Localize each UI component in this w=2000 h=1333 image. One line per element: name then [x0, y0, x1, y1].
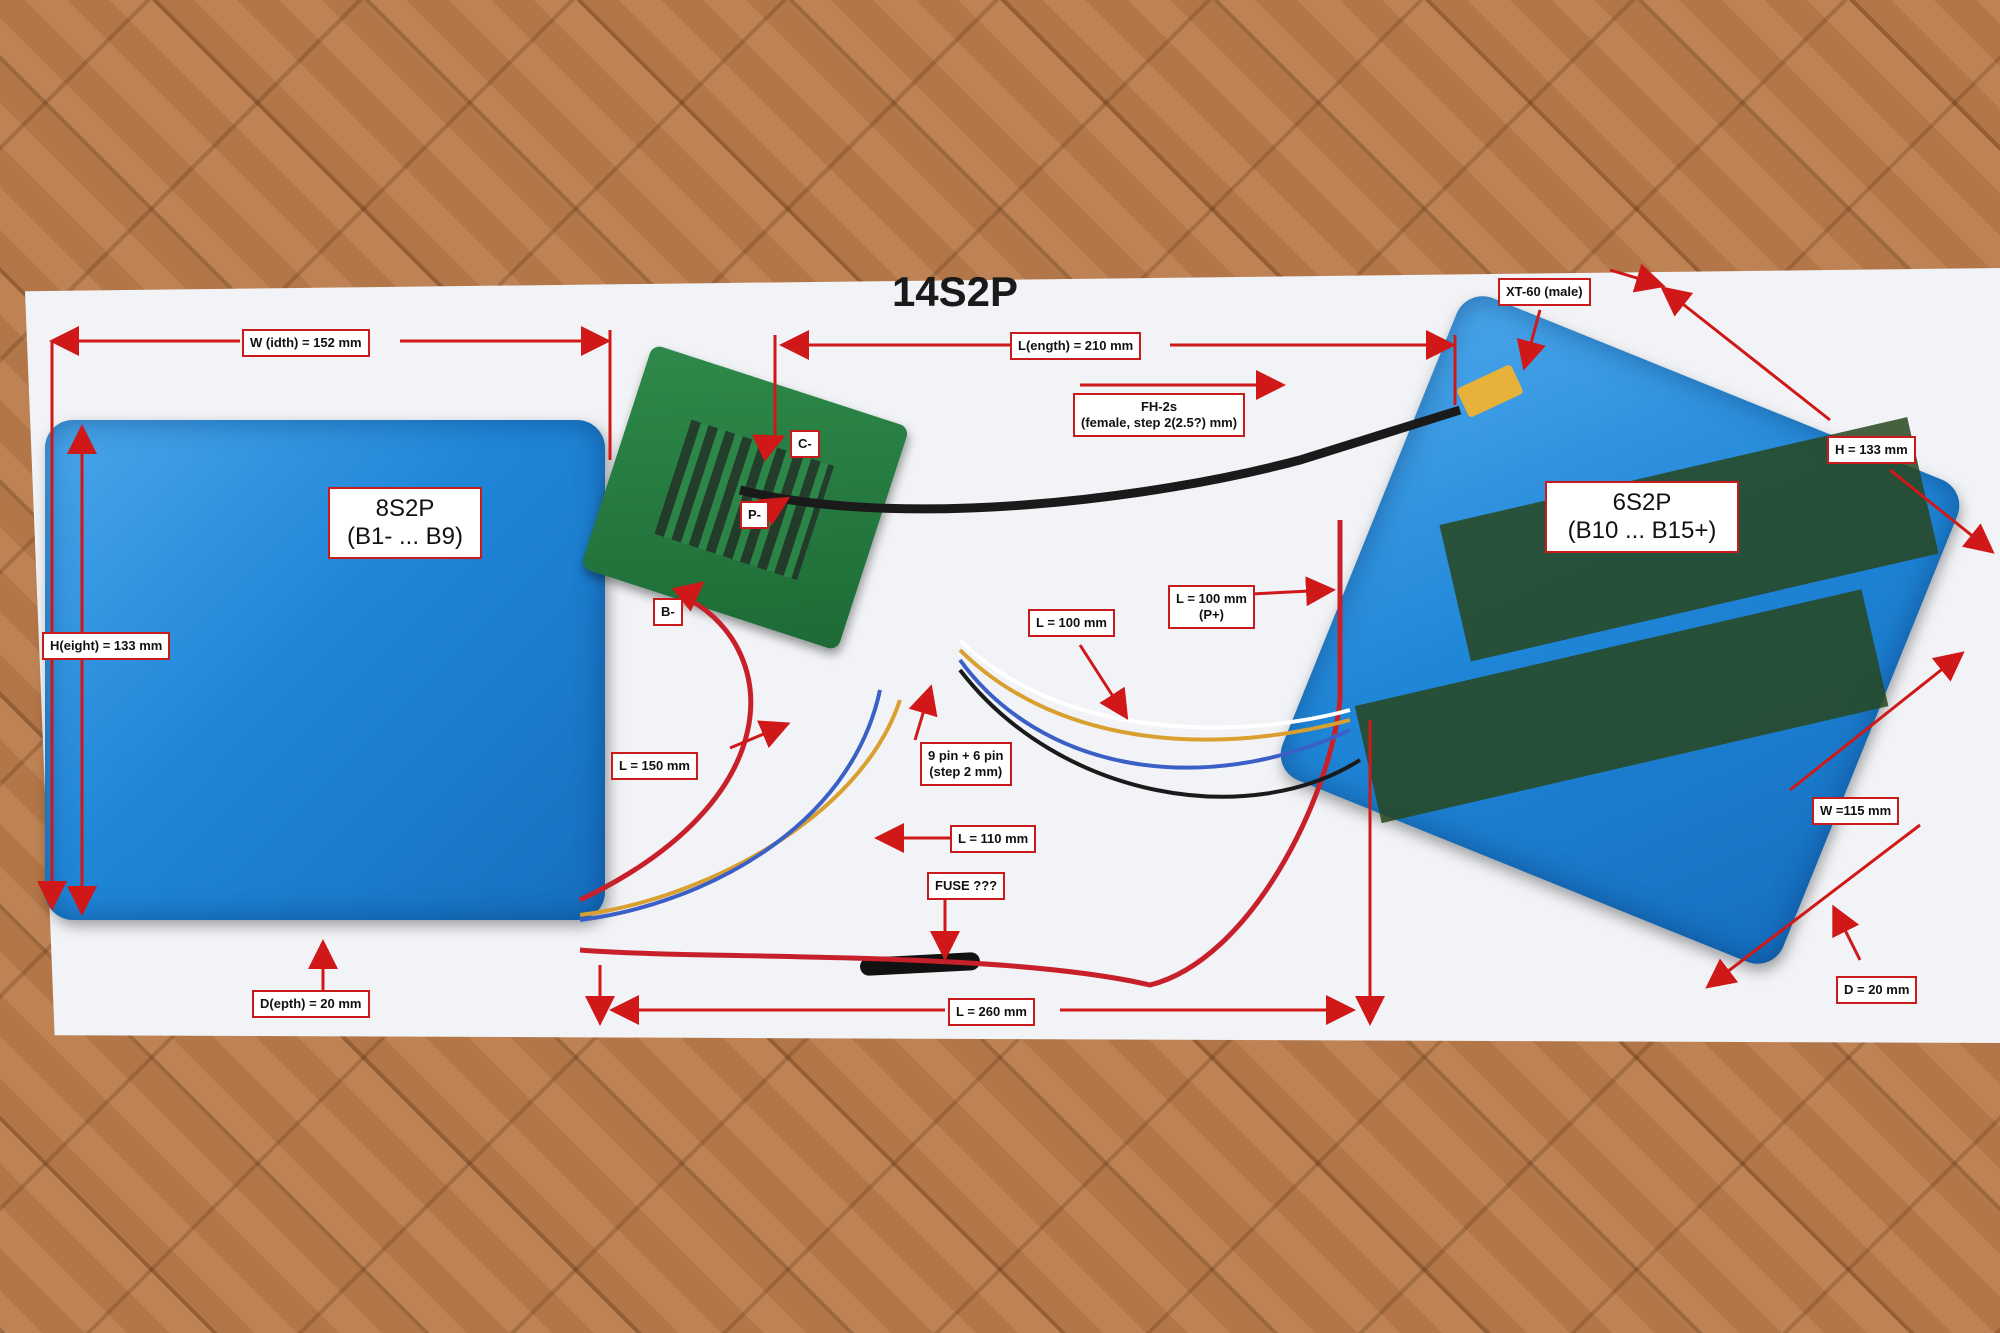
height-right-label: H = 133 mm [1827, 436, 1916, 464]
pins-step: (step 2 mm) [929, 764, 1003, 779]
pack-label-left: 8S2P (B1- ... B9) [328, 487, 482, 559]
pack-config: 6S2P [1612, 489, 1672, 516]
depth-left-label: D(epth) = 20 mm [252, 990, 370, 1018]
l150-label: L = 150 mm [611, 752, 698, 780]
p-minus-label: P- [740, 501, 769, 529]
black-wire [738, 405, 1462, 514]
pack-cells: (B1- ... B9) [346, 523, 464, 550]
balance-wires [958, 648, 1351, 742]
l260-label: L = 260 mm [948, 998, 1035, 1026]
b-minus-label: B- [653, 598, 683, 626]
fuse-label: FUSE ??? [927, 872, 1006, 900]
balance-wires [579, 689, 882, 922]
red-wire-bminus [578, 597, 754, 903]
l100-value: L = 100 mm [1176, 591, 1247, 606]
red-wire-fuse [579, 520, 1343, 988]
pack-label-right: 6S2P (B10 ... B15+) [1545, 481, 1739, 553]
pack-config: 8S2P [375, 495, 435, 522]
width-right-label: W =115 mm [1812, 797, 1900, 825]
l100-pplus-label: L = 100 mm (P+) [1168, 585, 1255, 629]
depth-right-label: D = 20 mm [1836, 976, 1918, 1004]
pack-cells: (B10 ... B15+) [1567, 517, 1717, 544]
balance-wires [958, 638, 1351, 730]
c-minus-label: C- [790, 430, 820, 458]
l100-label: L = 100 mm [1028, 609, 1115, 637]
balance-wires [958, 668, 1362, 799]
pins-count: 9 pin + 6 pin [928, 748, 1004, 763]
battery-pack-left [45, 420, 605, 920]
balance-wires [579, 699, 902, 917]
length-top-label: L(ength) = 210 mm [1010, 332, 1142, 360]
fh2s-name: FH-2s [1140, 399, 1178, 414]
xt60-label: XT-60 (male) [1498, 278, 1591, 306]
fh2s-label: FH-2s (female, step 2(2.5?) mm) [1073, 393, 1246, 437]
fh2s-desc: (female, step 2(2.5?) mm) [1081, 415, 1238, 430]
l110-label: L = 110 mm [950, 825, 1037, 853]
pins-label: 9 pin + 6 pin (step 2 mm) [920, 742, 1012, 786]
pplus-note: (P+) [1199, 607, 1224, 622]
balance-wires [958, 658, 1351, 770]
height-left-label: H(eight) = 133 mm [42, 632, 171, 660]
width-left-label: W (idth) = 152 mm [242, 329, 370, 357]
page-title: 14S2P [891, 268, 1019, 315]
